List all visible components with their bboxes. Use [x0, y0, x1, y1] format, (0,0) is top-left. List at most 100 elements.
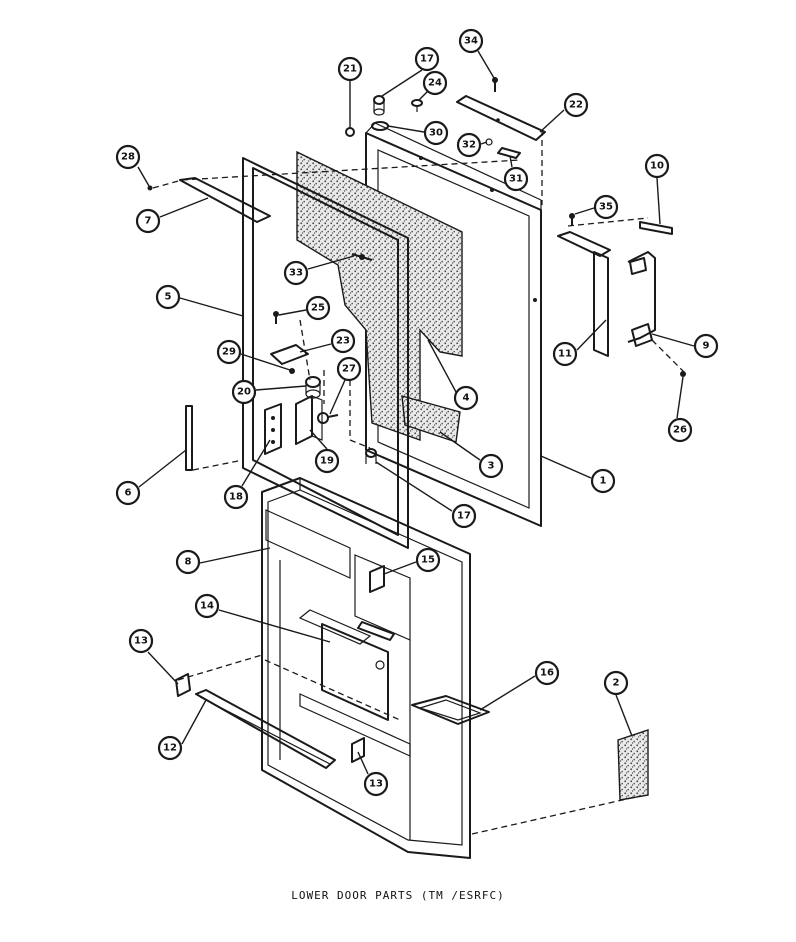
top-filler-strip: [179, 177, 271, 223]
gasket-2: [617, 729, 649, 801]
side-strip: [185, 405, 193, 471]
callout-number: 34: [464, 36, 478, 47]
callout-circle: [216, 339, 242, 365]
callout-circle: [534, 660, 560, 686]
clip-13-right: [351, 737, 365, 763]
hinge-pad-18: [264, 403, 282, 455]
callout-number: 8: [185, 557, 192, 568]
callout-17: 17: [451, 503, 477, 529]
callout-2: 2: [603, 670, 629, 696]
callout-circle: [194, 593, 220, 619]
lower-door-shell: [261, 477, 471, 859]
callout-number: 22: [569, 100, 583, 111]
callout-number: 13: [134, 636, 148, 647]
callout-circle: [115, 480, 141, 506]
callout-5: 5: [155, 284, 181, 310]
screw-35: [569, 213, 575, 226]
callout-number: 15: [421, 555, 435, 566]
callout-number: 17: [420, 54, 434, 65]
callout-number: 28: [121, 152, 135, 163]
callout-number: 18: [229, 492, 243, 503]
callout-circle: [422, 70, 448, 96]
callout-number: 7: [145, 216, 152, 227]
callout-circle: [330, 328, 356, 354]
callout-circle: [414, 46, 440, 72]
callout-13: 13: [128, 628, 154, 654]
pin-33: [351, 253, 373, 261]
screw-25: [273, 311, 279, 324]
callout-19: 19: [314, 448, 340, 474]
callout-number: 20: [237, 387, 251, 398]
callout-22: 22: [563, 92, 589, 118]
callout-number: 21: [343, 64, 357, 75]
callout-number: 27: [342, 364, 356, 375]
callout-circle: [458, 28, 484, 54]
callout-number: 33: [289, 268, 303, 279]
callout-35: 35: [593, 194, 619, 220]
callout-number: 12: [163, 743, 177, 754]
callout-number: 30: [429, 128, 443, 139]
callout-4: 4: [453, 385, 479, 411]
callout-circle: [115, 144, 141, 170]
callout-circle: [305, 295, 331, 321]
callout-number: 31: [509, 174, 523, 185]
callout-circle: [451, 503, 477, 529]
callout-number: 13: [369, 779, 383, 790]
callout-number: 14: [200, 601, 214, 612]
callout-number: 9: [703, 341, 710, 352]
callout-number: 1: [600, 476, 607, 487]
callout-34: 34: [458, 28, 484, 54]
clip-31: [497, 147, 521, 159]
diagram-caption: LOWER DOOR PARTS (TM /ESRFC): [291, 889, 505, 902]
callout-circle: [563, 92, 589, 118]
callout-circle: [231, 379, 257, 405]
callout-9: 9: [693, 333, 719, 359]
callout-circle: [363, 771, 389, 797]
bracket-15: [357, 565, 395, 641]
alignment-lines: [152, 130, 685, 835]
strip-10: [639, 221, 673, 235]
callout-circle: [128, 628, 154, 654]
callout-circle: [175, 549, 201, 575]
screw-34: [492, 77, 498, 92]
callout-circle: [590, 468, 616, 494]
callout-number: 16: [540, 668, 554, 679]
callout-1: 1: [590, 468, 616, 494]
screw-28: [147, 185, 153, 191]
callout-number: 3: [488, 461, 495, 472]
bushing-20: [305, 376, 321, 399]
handle-9: [627, 251, 656, 347]
callout-number: 32: [462, 140, 476, 151]
screw-26: [680, 371, 686, 377]
callout-28: 28: [115, 144, 141, 170]
screw-27: [317, 412, 339, 424]
clip-13-left: [175, 673, 191, 697]
callout-26: 26: [667, 417, 693, 443]
callout-7: 7: [135, 208, 161, 234]
washer-30: [371, 121, 389, 131]
callout-20: 20: [231, 379, 257, 405]
callout-31: 31: [503, 166, 529, 192]
callout-circle: [667, 417, 693, 443]
callout-circle: [223, 484, 249, 510]
callout-circle: [157, 735, 183, 761]
callout-15: 15: [415, 547, 441, 573]
callout-16: 16: [534, 660, 560, 686]
callout-number: 2: [613, 678, 620, 689]
callout-circle: [644, 153, 670, 179]
callout-17: 17: [414, 46, 440, 72]
callout-27: 27: [336, 356, 362, 382]
leader-lines: [137, 50, 695, 775]
callout-number: 17: [457, 511, 471, 522]
callout-6: 6: [115, 480, 141, 506]
callout-24: 24: [422, 70, 448, 96]
callout-number: 5: [165, 292, 172, 303]
callout-25: 25: [305, 295, 331, 321]
callout-number: 26: [673, 425, 687, 436]
callout-circle: [314, 448, 340, 474]
top-trim-strip: [456, 95, 546, 141]
callout-33: 33: [283, 260, 309, 286]
bracket-14: [298, 609, 389, 721]
callout-number: 23: [336, 336, 350, 347]
